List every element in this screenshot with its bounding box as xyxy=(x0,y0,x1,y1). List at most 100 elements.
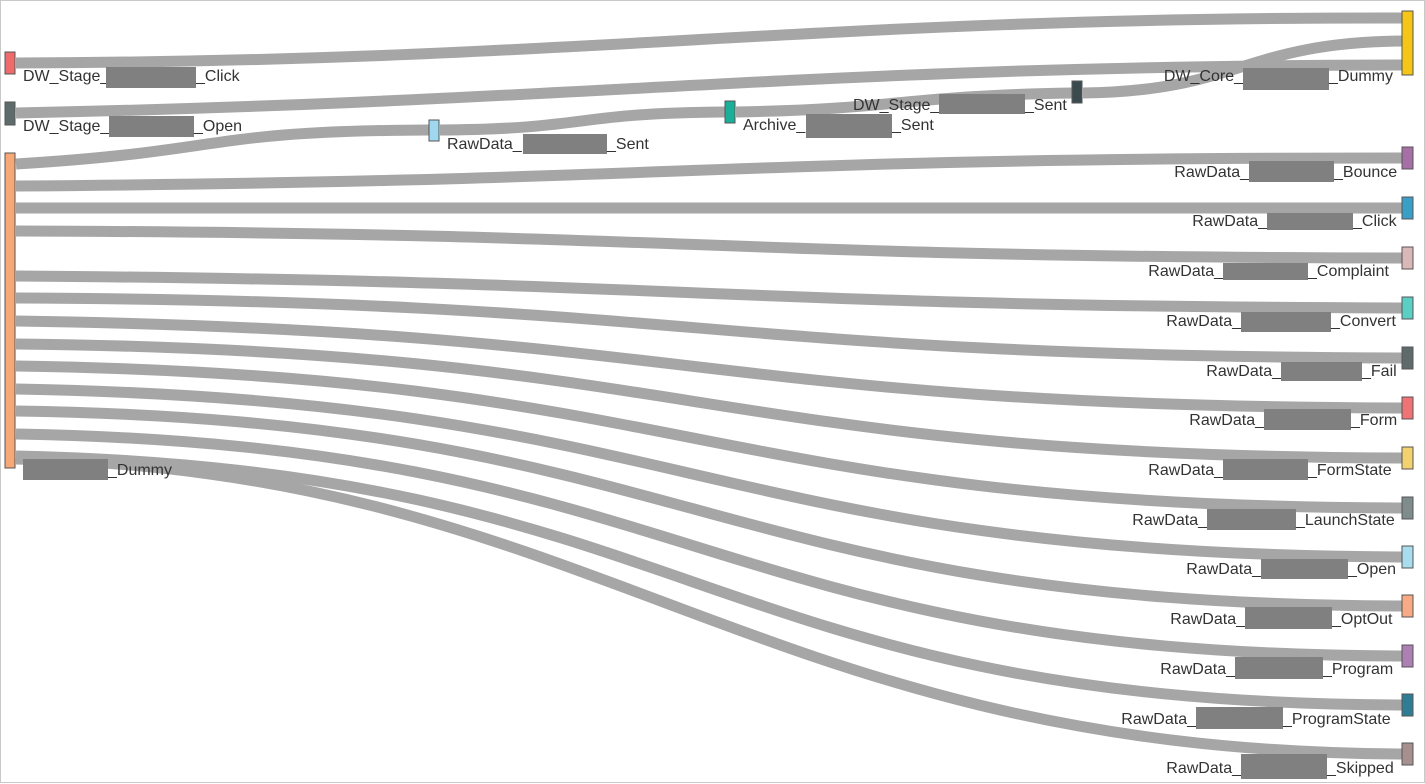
node-stage-sent[interactable] xyxy=(1071,80,1083,104)
node-raw-formstate[interactable] xyxy=(1401,446,1414,470)
link-dummy-to-raw-launchstate[interactable] xyxy=(15,360,1403,514)
node-archive-sent[interactable] xyxy=(724,100,736,124)
label-suffix: _Skipped xyxy=(1326,760,1394,777)
label-raw-click: RawData_ _Click xyxy=(1192,213,1398,230)
label-raw-convert: RawData_ _Convert xyxy=(1166,312,1396,332)
label-suffix: _Complaint xyxy=(1307,263,1389,280)
node-raw-complaint[interactable] xyxy=(1401,246,1414,270)
node-raw-bounce[interactable] xyxy=(1401,146,1414,170)
redacted-name-block xyxy=(1207,509,1296,530)
node-stage-click[interactable] xyxy=(4,51,16,75)
node-raw-programstate[interactable] xyxy=(1401,693,1414,717)
link-dummy-to-raw-form[interactable] xyxy=(15,315,1403,414)
node-raw-open[interactable] xyxy=(1401,545,1414,569)
link-dummy-to-raw-complaint[interactable] xyxy=(15,225,1403,264)
label-suffix: _Sent xyxy=(1024,97,1067,114)
node-raw-sent[interactable] xyxy=(428,119,440,142)
label-raw-skipped: RawData_ _Skipped xyxy=(1166,754,1394,779)
link-dummy-to-raw-skipped-main[interactable] xyxy=(15,453,1403,760)
redacted-name-block xyxy=(1196,707,1283,729)
label-suffix: _Open xyxy=(1347,561,1396,578)
label-prefix: RawData_ xyxy=(1192,213,1268,230)
link-dummy-to-raw-optout[interactable] xyxy=(15,405,1403,612)
redacted-name-block xyxy=(1267,213,1353,230)
label-suffix: _OptOut xyxy=(1331,611,1393,628)
link-stage-sent-to-core-dummy[interactable] xyxy=(1082,35,1403,99)
label-prefix: DW_Stage_ xyxy=(23,118,110,135)
label-prefix: RawData_ xyxy=(1206,363,1282,380)
link-stage-open-to-core-dummy[interactable] xyxy=(15,59,1403,119)
label-suffix: _Program xyxy=(1322,661,1393,678)
label-prefix: DW_Stage_ xyxy=(23,68,110,85)
redacted-name-block xyxy=(1264,409,1351,430)
redacted-name-block xyxy=(1223,459,1308,480)
label-prefix: RawData_ xyxy=(1186,561,1262,578)
redacted-name-block xyxy=(1241,754,1327,779)
label-stage-sent: DW_Stage_ _Sent xyxy=(853,94,1067,114)
label-prefix: RawData_ xyxy=(1189,412,1265,429)
label-suffix: _Bounce xyxy=(1333,164,1397,181)
link-dummy-to-raw-sent[interactable] xyxy=(15,124,430,170)
label-prefix: RawData_ xyxy=(447,136,523,153)
label-raw-sent: RawData_ _Sent xyxy=(447,134,649,154)
label-prefix: RawData_ xyxy=(1132,512,1208,529)
label-suffix: _LaunchState xyxy=(1295,512,1395,529)
label-suffix: _Fail xyxy=(1361,363,1397,380)
node-raw-form[interactable] xyxy=(1401,396,1414,420)
nodes-layer xyxy=(4,10,1414,766)
link-raw-sent-to-archive-sent[interactable] xyxy=(439,106,726,136)
link-dummy-to-raw-open[interactable] xyxy=(15,383,1403,563)
link-stage-click-to-core-dummy[interactable] xyxy=(15,12,1403,69)
label-suffix: _Sent xyxy=(606,136,649,153)
redacted-name-block xyxy=(23,459,108,480)
label-suffix: _Dummy xyxy=(1328,68,1393,85)
label-prefix: Archive_ xyxy=(743,117,806,134)
node-raw-fail[interactable] xyxy=(1401,346,1414,370)
redacted-name-block xyxy=(106,67,196,88)
link-dummy-to-raw-convert[interactable] xyxy=(15,270,1403,314)
redacted-name-block xyxy=(1235,657,1323,679)
label-core-dummy: DW_Core_ _Dummy xyxy=(1164,68,1393,90)
node-raw-skipped[interactable] xyxy=(1401,742,1414,766)
link-dummy-to-raw-fail[interactable] xyxy=(15,292,1403,364)
node-stage-open[interactable] xyxy=(4,101,16,126)
node-core-dummy[interactable] xyxy=(1401,10,1414,76)
redacted-name-block xyxy=(1261,559,1348,579)
label-raw-launchstate: RawData_ _LaunchState xyxy=(1132,509,1395,530)
label-raw-open: RawData_ _Open xyxy=(1186,559,1396,579)
label-suffix: _Convert xyxy=(1330,313,1396,330)
label-suffix: _Open xyxy=(193,118,242,135)
labels-layer: DW_Stage_ _Click DW_Stage_ _Open _Dummy … xyxy=(23,67,1398,779)
node-raw-convert[interactable] xyxy=(1401,296,1414,320)
label-prefix: RawData_ xyxy=(1160,661,1236,678)
label-suffix: _Sent xyxy=(891,117,934,134)
redacted-name-block xyxy=(939,94,1025,114)
redacted-name-block xyxy=(109,116,194,137)
label-prefix: RawData_ xyxy=(1174,164,1250,181)
label-suffix: _Form xyxy=(1350,412,1397,429)
node-raw-click[interactable] xyxy=(1401,196,1414,220)
link-dummy-to-raw-programstate[interactable] xyxy=(15,450,1403,711)
link-dummy-to-raw-program[interactable] xyxy=(15,428,1403,662)
node-dummy-source[interactable] xyxy=(4,152,16,469)
label-suffix: _ProgramState xyxy=(1282,711,1391,728)
label-raw-complaint: RawData_ _Complaint xyxy=(1148,263,1389,280)
redacted-name-block xyxy=(806,114,892,138)
node-raw-program[interactable] xyxy=(1401,644,1414,668)
label-raw-optout: RawData_ _OptOut xyxy=(1170,607,1393,629)
label-suffix: _FormState xyxy=(1307,462,1392,479)
label-suffix: _Click xyxy=(1352,213,1398,230)
link-dummy-to-raw-bounce[interactable] xyxy=(15,152,1403,192)
label-prefix: DW_Core_ xyxy=(1164,68,1244,85)
node-raw-optout[interactable] xyxy=(1401,594,1414,618)
label-prefix: RawData_ xyxy=(1121,711,1197,728)
redacted-name-block xyxy=(523,134,607,154)
redacted-name-block xyxy=(1243,68,1329,90)
label-stage-open: DW_Stage_ _Open xyxy=(23,116,242,137)
label-prefix: RawData_ xyxy=(1166,760,1242,777)
redacted-name-block xyxy=(1245,607,1332,629)
node-raw-launchstate[interactable] xyxy=(1401,496,1414,520)
label-prefix: RawData_ xyxy=(1170,611,1246,628)
link-dummy-to-raw-formstate[interactable] xyxy=(15,338,1403,464)
